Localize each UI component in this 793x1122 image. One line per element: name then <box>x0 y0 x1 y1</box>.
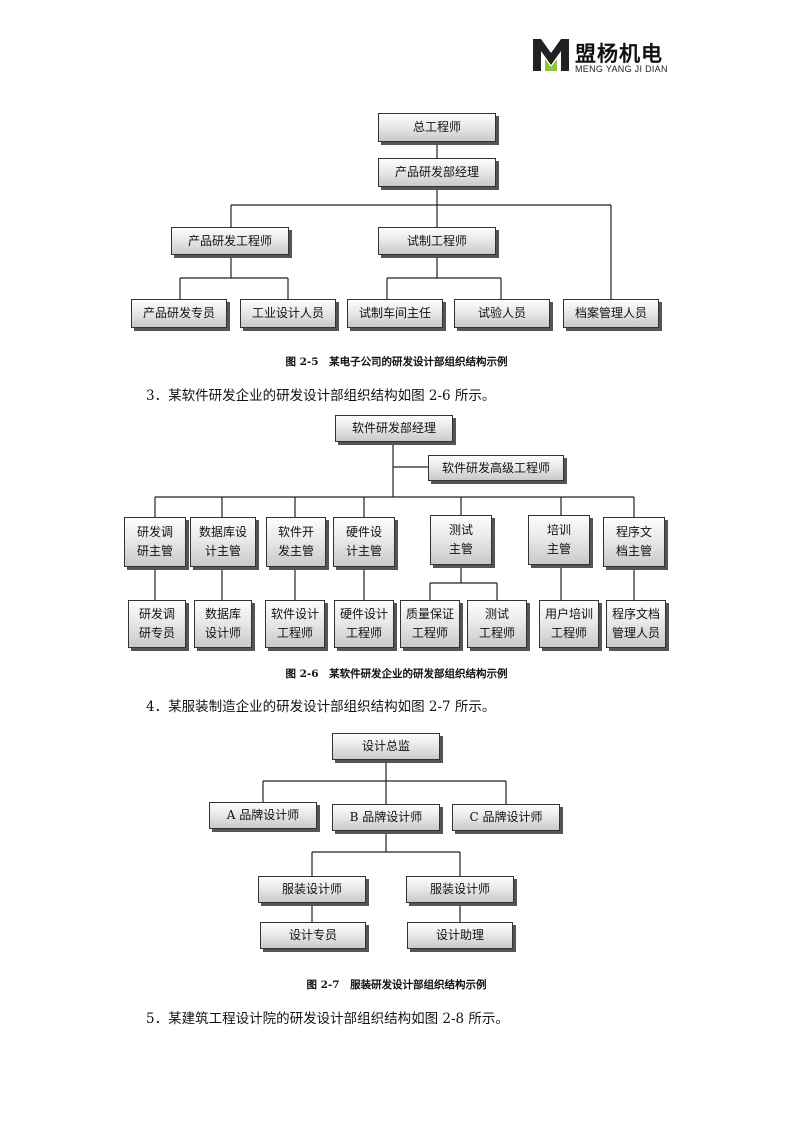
org-node: 软件设计工程师 <box>265 600 325 648</box>
org-node-line: 工程师 <box>478 626 515 640</box>
org-node-line: 硬件设计 <box>339 607 388 621</box>
org-node-line: 工程师 <box>411 626 448 640</box>
org-node: 服装设计师 <box>258 876 366 903</box>
org-node-line: 培训 <box>546 523 571 537</box>
org-node: 硬件设计主管 <box>333 517 395 567</box>
org-node: A 品牌设计师 <box>209 802 317 829</box>
org-node-line: 测试 <box>484 607 509 621</box>
org-node: 培训主管 <box>528 515 590 565</box>
org-node: 质量保证工程师 <box>400 600 460 648</box>
org-node-line: 计主管 <box>345 544 382 558</box>
org-node-line: 硬件设 <box>345 525 382 539</box>
org-node-line: 研发调 <box>138 607 175 621</box>
org-node-line: 工程师 <box>345 626 382 640</box>
org-node-line: 发主管 <box>277 544 314 558</box>
paragraph-4: 4．某服装制造企业的研发设计部组织结构如图 2-7 所示。 <box>146 699 496 715</box>
org-node: 研发调研主管 <box>124 517 186 567</box>
org-node: 研发调研专员 <box>128 600 186 648</box>
org-node: 测试主管 <box>430 515 492 565</box>
org-node-line: 数据库设 <box>198 525 247 539</box>
org-node: 试制车间主任 <box>347 299 443 328</box>
org-node-line: 质量保证 <box>405 607 454 621</box>
org-node-line: 程序文档 <box>611 607 660 621</box>
org-node: 设计助理 <box>407 922 513 949</box>
org-node-line: 测试 <box>448 523 473 537</box>
org-node: 程序文档管理人员 <box>606 600 666 648</box>
org-node-line: 工程师 <box>550 626 587 640</box>
org-node-line: 用户培训 <box>544 607 593 621</box>
org-node: 软件研发高级工程师 <box>428 455 564 481</box>
org-node-line: 设计师 <box>204 626 241 640</box>
org-node: 总工程师 <box>378 113 496 142</box>
logo-name: 盟杨机电 <box>575 42 663 66</box>
org-node-line: 软件设计 <box>270 607 319 621</box>
org-node: 试制工程师 <box>378 227 496 255</box>
org-node-line: 软件开 <box>277 525 314 539</box>
org-node: 软件研发部经理 <box>335 415 453 442</box>
org-node: 软件开发主管 <box>266 517 326 567</box>
org-node: 工业设计人员 <box>240 299 336 328</box>
org-node: 设计专员 <box>260 922 366 949</box>
org-node: 产品研发部经理 <box>378 158 496 187</box>
org-node-line: 工程师 <box>276 626 313 640</box>
logo-mark-icon <box>533 39 569 71</box>
org-node: 用户培训工程师 <box>539 600 599 648</box>
org-node: B 品牌设计师 <box>332 804 440 831</box>
org-node: 数据库设计主管 <box>190 517 256 567</box>
figure-2-5-caption: 图 2-5 某电子公司的研发设计部组织结构示例 <box>285 356 508 368</box>
org-node: 测试工程师 <box>467 600 527 648</box>
org-node: 程序文档主管 <box>603 517 665 567</box>
logo-subtitle: MENG YANG JI DIAN <box>575 64 668 74</box>
org-node: 产品研发工程师 <box>171 227 289 255</box>
paragraph-5: 5．某建筑工程设计院的研发设计部组织结构如图 2-8 所示。 <box>146 1011 509 1027</box>
org-node-line: 程序文 <box>615 525 652 539</box>
org-node-line: 档主管 <box>615 544 652 558</box>
org-node-line: 数据库 <box>204 607 241 621</box>
org-node: 试验人员 <box>454 299 550 328</box>
org-node: 硬件设计工程师 <box>334 600 394 648</box>
org-node-line: 主管 <box>448 542 473 556</box>
org-node: 数据库设计师 <box>194 600 252 648</box>
org-node: 设计总监 <box>332 733 440 760</box>
org-node: 服装设计师 <box>406 876 514 903</box>
org-node: 产品研发专员 <box>131 299 227 328</box>
figure-2-7-caption: 图 2-7 服装研发设计部组织结构示例 <box>306 979 487 991</box>
org-node-line: 计主管 <box>204 544 241 558</box>
org-node-line: 主管 <box>546 542 571 556</box>
figure-2-6-connectors <box>154 442 635 600</box>
org-node-line: 研发调 <box>136 525 173 539</box>
figure-2-6-caption: 图 2-6 某软件研发企业的研发部组织结构示例 <box>285 668 508 680</box>
org-node-line: 研主管 <box>136 544 173 558</box>
paragraph-3: 3．某软件研发企业的研发设计部组织结构如图 2-6 所示。 <box>146 388 496 404</box>
org-node-line: 管理人员 <box>611 626 660 640</box>
company-logo: 盟杨机电 MENG YANG JI DIAN <box>533 37 673 77</box>
org-node-line: 研专员 <box>138 626 175 640</box>
org-node: C 品牌设计师 <box>452 804 560 831</box>
org-node: 档案管理人员 <box>563 299 659 328</box>
